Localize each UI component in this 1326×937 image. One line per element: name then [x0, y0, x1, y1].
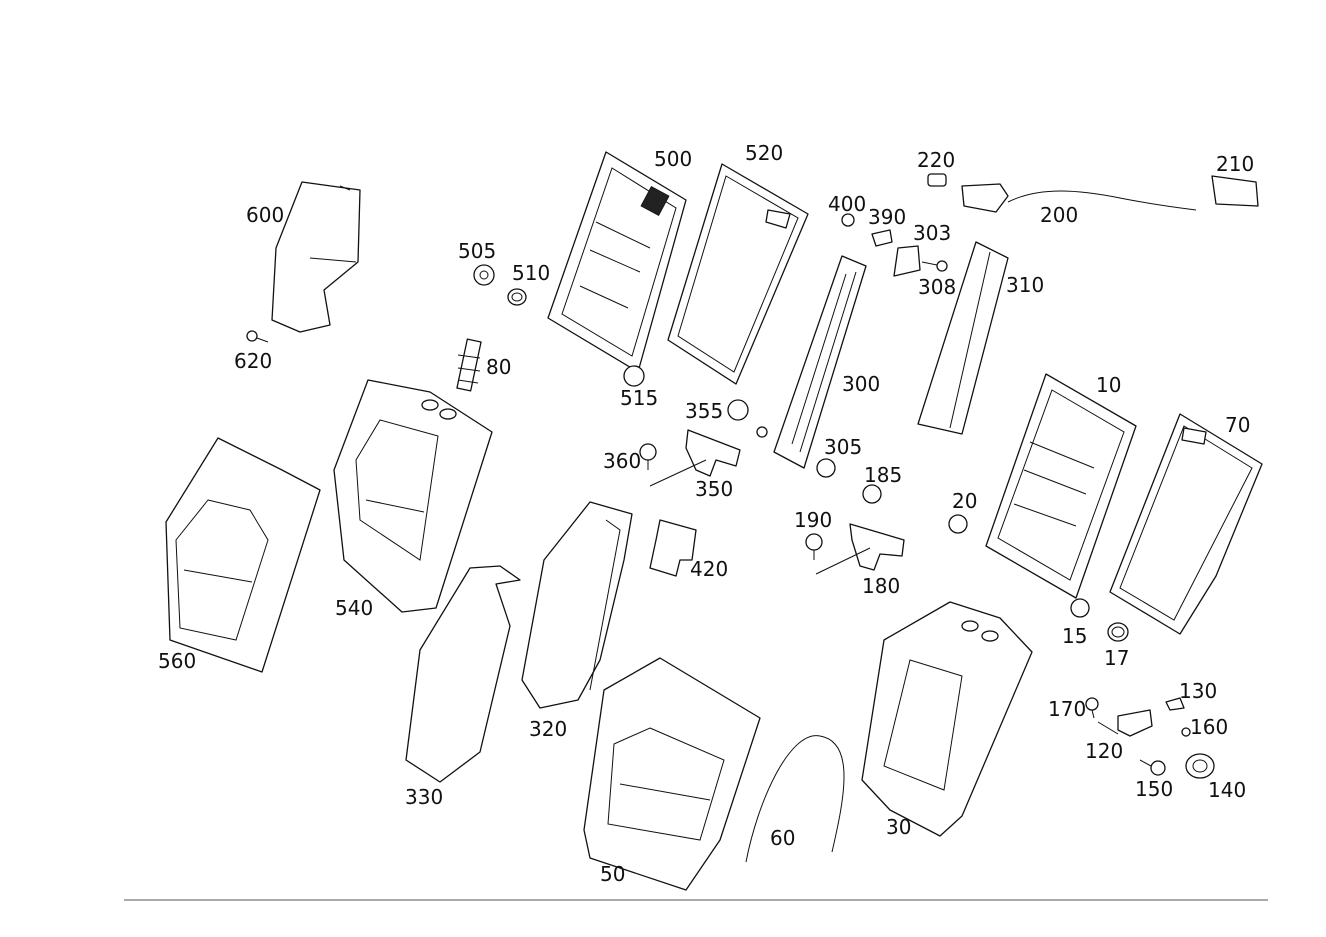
- part-320-bolster: [521, 501, 633, 709]
- part-17-ring: [1107, 622, 1129, 642]
- part-308-bolt: [921, 260, 948, 272]
- part-15-clip: [1070, 598, 1090, 618]
- part-310-strip: [917, 241, 1009, 435]
- part-170-bolt: [1085, 697, 1099, 719]
- label-180: 180: [862, 574, 900, 598]
- part-303-bracket: [893, 245, 921, 277]
- label-320: 320: [529, 717, 567, 741]
- label-305: 305: [824, 435, 862, 459]
- part-120-bracket: [1097, 709, 1153, 737]
- part-350-bracket: [649, 429, 741, 487]
- label-80: 80: [486, 355, 511, 379]
- label-350: 350: [695, 477, 733, 501]
- label-310: 310: [1006, 273, 1044, 297]
- part-330-bolster: [405, 565, 521, 783]
- label-160: 160: [1190, 715, 1228, 739]
- label-540: 540: [335, 596, 373, 620]
- part-600-headrest: [271, 181, 361, 333]
- part-400-nut: [841, 213, 855, 227]
- label-308: 308: [918, 275, 956, 299]
- part-10-frame: [985, 373, 1137, 599]
- label-355: 355: [685, 399, 723, 423]
- label-140: 140: [1208, 778, 1246, 802]
- label-400: 400: [828, 192, 866, 216]
- label-130: 130: [1179, 679, 1217, 703]
- part-130-clip: [1165, 697, 1185, 711]
- part-540-cover: [333, 379, 493, 613]
- label-520: 520: [745, 141, 783, 165]
- label-600: 600: [246, 203, 284, 227]
- label-30: 30: [886, 815, 911, 839]
- part-140-speaker: [1185, 753, 1215, 779]
- label-620: 620: [234, 349, 272, 373]
- label-185: 185: [864, 463, 902, 487]
- part-185-clip: [862, 484, 882, 504]
- label-70: 70: [1225, 413, 1250, 437]
- part-510-ring: [507, 288, 527, 306]
- label-17: 17: [1104, 646, 1129, 670]
- part-560-cover: [165, 437, 321, 673]
- part-520-panel: [667, 163, 809, 385]
- label-510: 510: [512, 261, 550, 285]
- label-360: 360: [603, 449, 641, 473]
- part-60-wire: [745, 735, 845, 863]
- label-150: 150: [1135, 777, 1173, 801]
- label-120: 120: [1085, 739, 1123, 763]
- part-620-screw: [246, 330, 269, 343]
- part-505-clip: [473, 264, 495, 286]
- part-355-clip: [727, 399, 749, 421]
- label-300: 300: [842, 372, 880, 396]
- part-300-mechanism: [756, 255, 867, 469]
- part-150-bolt: [1139, 759, 1166, 776]
- label-500: 500: [654, 147, 692, 171]
- part-220-bolt: [927, 173, 947, 187]
- label-170: 170: [1048, 697, 1086, 721]
- part-500-frame: [547, 151, 687, 373]
- part-515-clip: [623, 365, 645, 387]
- part-180-bracket: [815, 523, 905, 575]
- part-50-cushion: [583, 657, 761, 891]
- label-190: 190: [794, 508, 832, 532]
- label-10: 10: [1096, 373, 1121, 397]
- label-220: 220: [917, 148, 955, 172]
- part-160-screw: [1181, 727, 1191, 737]
- label-515: 515: [620, 386, 658, 410]
- label-60: 60: [770, 826, 795, 850]
- label-15: 15: [1062, 624, 1087, 648]
- label-303: 303: [913, 221, 951, 245]
- label-330: 330: [405, 785, 443, 809]
- part-305-clip: [816, 458, 836, 478]
- part-30-cover: [861, 601, 1033, 837]
- label-210: 210: [1216, 152, 1254, 176]
- part-190-bolt: [805, 533, 823, 560]
- part-390-plate: [871, 229, 893, 247]
- label-20: 20: [952, 489, 977, 513]
- part-200-cable-actuator: [961, 183, 1197, 213]
- part-80-lock: [456, 338, 482, 392]
- part-210-housing: [1211, 175, 1259, 207]
- part-420-bracket: [649, 519, 697, 577]
- label-420: 420: [690, 557, 728, 581]
- label-505: 505: [458, 239, 496, 263]
- label-200: 200: [1040, 203, 1078, 227]
- label-560: 560: [158, 649, 196, 673]
- part-labels: 600 620 505 510 500 520 80 515 220 200 2…: [158, 141, 1254, 886]
- label-50: 50: [600, 862, 625, 886]
- label-390: 390: [868, 205, 906, 229]
- part-70-panel: [1109, 413, 1263, 635]
- part-360-bolt: [639, 443, 657, 470]
- part-20-clip: [948, 514, 968, 534]
